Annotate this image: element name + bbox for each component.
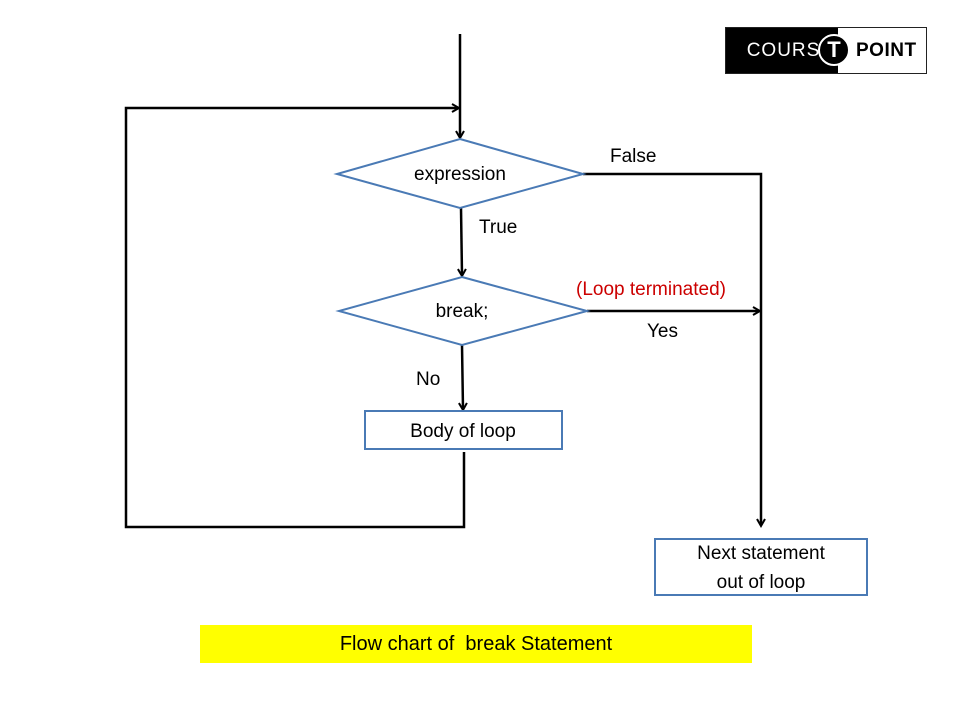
break-decision (335, 275, 591, 347)
loop-terminated-label: (Loop terminated) (576, 279, 726, 300)
true-label: True (479, 217, 517, 238)
false-arrow (583, 172, 761, 525)
logo-t-badge-icon: T (818, 34, 850, 66)
no-arrow (462, 344, 463, 409)
yes-label: Yes (647, 321, 678, 342)
true-arrow (461, 207, 462, 275)
break-label: break; (436, 301, 489, 322)
next-statement-box (654, 538, 868, 596)
false-label: False (610, 146, 656, 167)
expression-decision (333, 137, 587, 210)
body-of-loop-label: Body of loop (410, 421, 516, 442)
expression-label: expression (414, 164, 506, 185)
coursetpoint-logo: COURSE T POINT (725, 27, 927, 74)
no-label: No (416, 369, 440, 390)
body-of-loop-box (364, 410, 563, 450)
diagram-caption: Flow chart of break Statement (200, 625, 752, 663)
next-statement-label-line1: Next statement (697, 543, 825, 564)
logo-point-text: POINT (856, 39, 917, 61)
loop-back-arrow (124, 108, 466, 529)
next-statement-label-line2: out of loop (717, 572, 806, 593)
